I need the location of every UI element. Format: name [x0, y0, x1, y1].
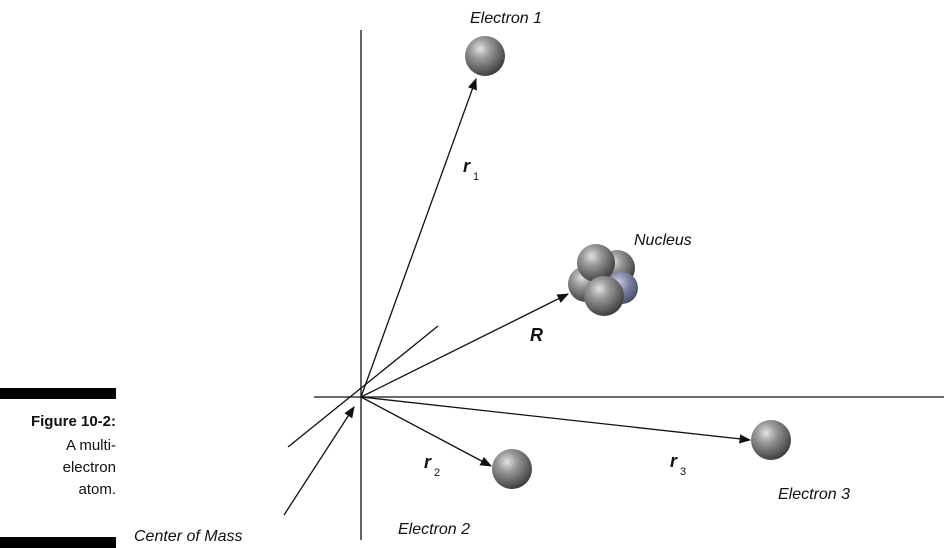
nucleus-cluster	[568, 244, 638, 316]
center-of-mass-pointer	[284, 407, 354, 515]
z-axis	[288, 326, 438, 447]
vector-r3-subscript: 3	[680, 466, 686, 478]
vector-r1-subscript: 1	[473, 171, 479, 183]
vector-r3-symbol: r	[670, 451, 678, 471]
electron-3-label: Electron 3	[778, 486, 850, 503]
vector-r2-symbol: r	[424, 452, 432, 472]
electron-2-sphere	[492, 449, 532, 489]
electron-1-sphere	[465, 36, 505, 76]
electron-2-label: Electron 2	[398, 521, 470, 538]
vector-r1-symbol: r	[463, 156, 471, 176]
vector-r3-arrow	[361, 397, 750, 440]
electron-3-sphere	[751, 420, 791, 460]
electron-1-label: Electron 1	[470, 10, 542, 27]
vector-r1-arrow	[361, 79, 476, 397]
center-of-mass-label: Center of Mass	[134, 528, 242, 545]
nucleus-label: Nucleus	[634, 232, 692, 249]
vector-R-symbol: R	[530, 325, 543, 345]
vector-r2-subscript: 2	[434, 467, 440, 479]
